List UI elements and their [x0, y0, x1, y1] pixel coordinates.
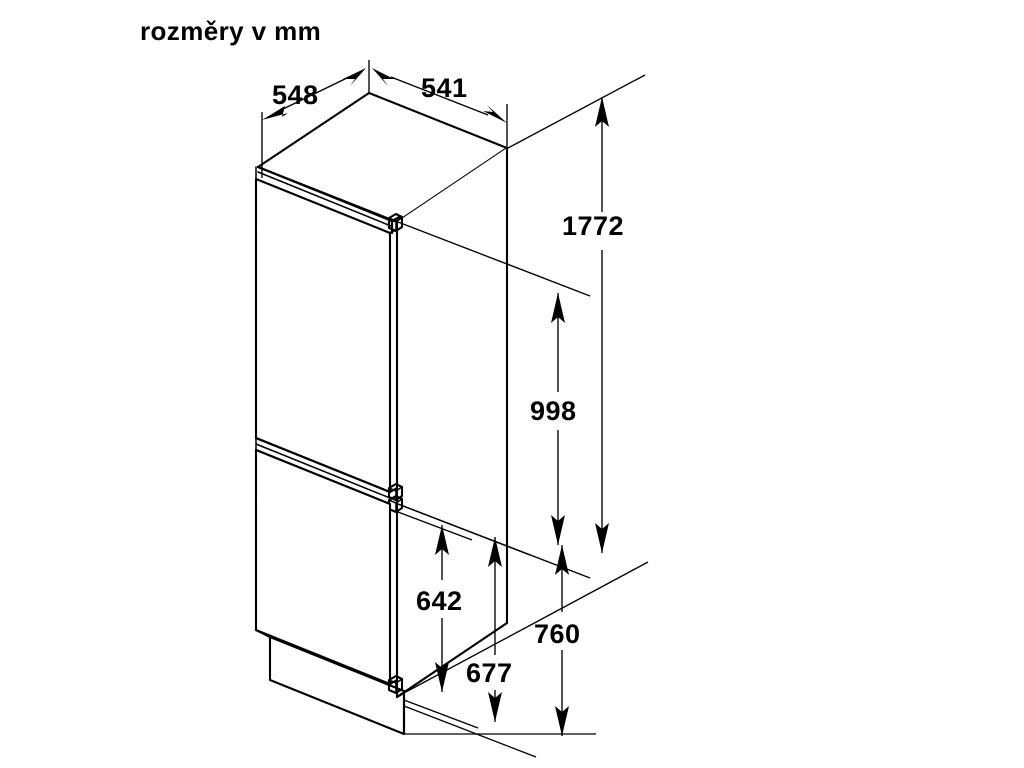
arrow-677-top [488, 537, 502, 567]
arrow-760-top [555, 545, 569, 575]
leader-642-bottom [403, 699, 479, 729]
arrow-677-bottom [488, 692, 502, 722]
dim-label-1772: 1772 [562, 211, 624, 241]
right-face [395, 146, 509, 699]
top-hinge-block-detail [388, 216, 403, 232]
upper-door-fill [256, 179, 390, 492]
dim-line-541 [390, 76, 489, 116]
leader-998-top [397, 221, 591, 297]
leader-677-top [397, 503, 531, 556]
middle-hinge-block-lower-detail [388, 498, 403, 513]
dimension-760-group: 760 [404, 545, 596, 736]
dim-label-760: 760 [534, 619, 581, 649]
lower-door-fill [256, 450, 390, 684]
dim-label-677: 677 [466, 658, 513, 688]
arrow-642-bottom [435, 662, 449, 692]
base-corner-edge [395, 691, 406, 699]
arrow-642-top [435, 525, 449, 555]
dim-label-642: 642 [416, 586, 463, 616]
upper-door-bevel-inner [257, 171, 392, 227]
leader-677-bottom [403, 705, 537, 758]
arrow-541-right [483, 105, 507, 123]
leader-1772-top [507, 74, 646, 149]
dim-label-541: 541 [421, 73, 468, 103]
right-face-fill [397, 148, 507, 697]
lower-door-bottom-hinge-edge [388, 678, 399, 686]
dim-label-998: 998 [530, 396, 577, 426]
base-plinth-bottom-edge [269, 679, 405, 735]
dim-line-548 [280, 76, 350, 111]
door-gap-inner-line [255, 443, 391, 499]
appliance-body [254, 91, 509, 736]
arrow-548-left [262, 106, 288, 120]
dimension-548-group: 548 [261, 60, 370, 178]
dimension-677-group: 677 [397, 503, 537, 758]
caption-units-label: rozměry v mm [140, 16, 321, 46]
leader-642-top [397, 511, 473, 541]
arrow-998-top [551, 293, 565, 323]
arrow-548-center [343, 68, 366, 86]
dimension-642-group: 642 [397, 511, 479, 729]
arrow-760-bottom [555, 706, 569, 736]
dim-label-548: 548 [272, 80, 319, 110]
base-plinth-top-edge [268, 635, 406, 693]
bottom-hinge-block [387, 674, 404, 695]
arrow-1772-bottom [595, 523, 609, 553]
top-hinge-block [387, 212, 404, 233]
middle-hinge-block-upper [387, 482, 404, 502]
arrow-541-center [372, 68, 394, 86]
arrow-998-bottom [551, 515, 565, 545]
dimension-1772-group: 1772 [403, 74, 649, 694]
arrow-1772-top [595, 97, 609, 127]
dimension-541-group: 541 [372, 68, 508, 152]
upper-door-bottom-edge [254, 436, 392, 494]
